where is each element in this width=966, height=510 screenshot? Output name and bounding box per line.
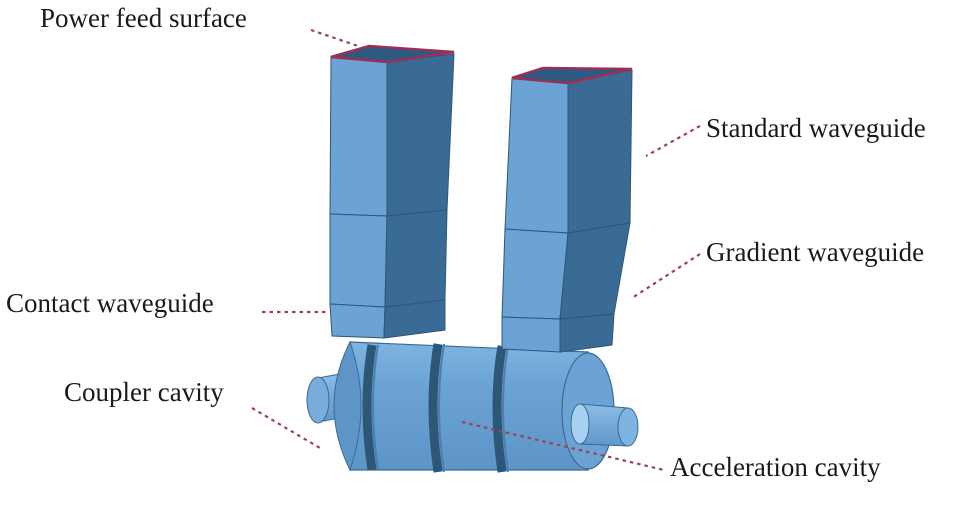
- label-gradient-waveguide: Gradient waveguide: [706, 237, 924, 267]
- cell-dividers: [362, 343, 509, 473]
- right-coupler-stub: [570, 403, 639, 447]
- leader-standard-waveguide: [645, 125, 701, 157]
- left-standard-side: [386, 53, 455, 217]
- left-coupler-stub: [306, 373, 341, 424]
- coupler-cavity-end: [333, 340, 362, 472]
- left-waveguide: [329, 44, 455, 339]
- label-acceleration-cavity: Acceleration cavity: [670, 452, 881, 482]
- leader-coupler-cavity: [251, 407, 321, 449]
- left-standard-front: [329, 56, 388, 217]
- label-contact-waveguide: Contact waveguide: [6, 288, 214, 318]
- left-power-feed-surface: [330, 44, 455, 64]
- label-standard-waveguide: Standard waveguide: [706, 113, 926, 143]
- labels: Power feed surface Standard waveguide Gr…: [6, 3, 926, 482]
- label-coupler-cavity: Coupler cavity: [64, 377, 224, 407]
- cavity-assembly: [306, 340, 639, 473]
- label-power-feed-surface: Power feed surface: [40, 3, 247, 33]
- leader-power-feed-surface: [310, 28, 359, 48]
- right-standard-front: [504, 77, 569, 234]
- leader-acceleration-cavity: [461, 420, 665, 472]
- leader-gradient-waveguide: [631, 253, 701, 299]
- right-power-feed-surface: [511, 66, 633, 85]
- right-standard-side: [567, 69, 633, 234]
- right-waveguide: [501, 66, 633, 353]
- leader-lines: [251, 28, 701, 472]
